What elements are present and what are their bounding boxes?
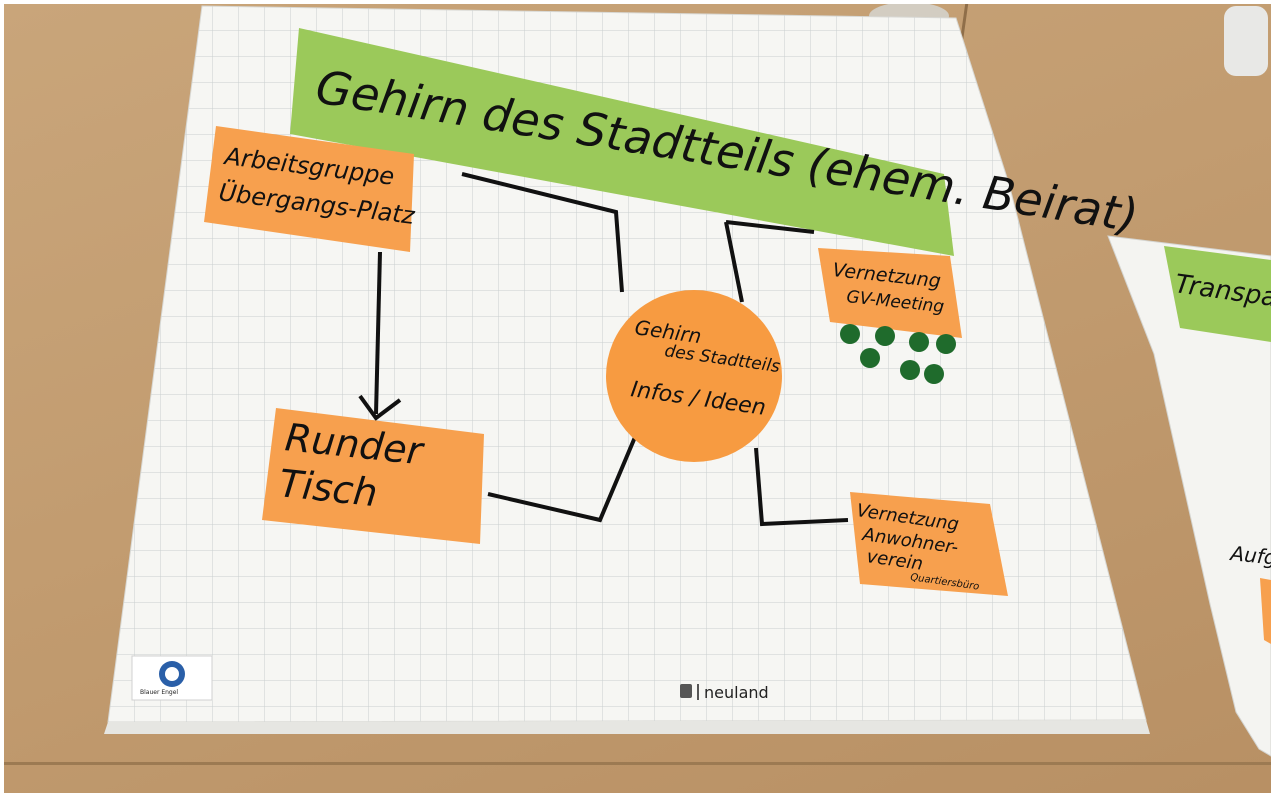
voting-dots — [840, 324, 956, 384]
note-round-table — [262, 408, 484, 544]
connector-bottom-left — [487, 429, 640, 523]
brand-name: neuland — [704, 683, 769, 702]
connector-top-left — [461, 172, 624, 293]
note-network-residents — [850, 492, 1008, 596]
flipchart-illustration: Gehirn des Stadtteils (ehem. Beirat) Arb… — [104, 4, 1271, 757]
table-seam — [4, 762, 1271, 765]
eco-label-logo: Blauer Engel — [131, 655, 213, 701]
salt-shaker — [1224, 6, 1268, 76]
note-round-table-line2: Tisch — [277, 461, 380, 515]
voting-dot — [875, 326, 895, 346]
title-banner — [290, 28, 954, 256]
connector-top-right — [725, 220, 815, 234]
note-network-gv — [818, 248, 962, 338]
arrow-line — [374, 251, 382, 415]
connector-top-right-down — [724, 221, 744, 303]
voting-dot — [840, 324, 860, 344]
voting-dot — [860, 348, 880, 368]
brand-logo: neuland — [680, 683, 769, 702]
voting-dot — [900, 360, 920, 380]
voting-dot — [924, 364, 944, 384]
eco-label-text: Blauer Engel — [140, 689, 178, 696]
brand-icon — [680, 684, 692, 698]
second-flipchart — [1107, 235, 1271, 757]
arrow-head — [358, 394, 402, 421]
photo-scene: Gehirn des Stadtteils (ehem. Beirat) Arb… — [4, 4, 1271, 793]
connector-bottom-right — [754, 447, 849, 527]
second-flipchart-banner — [1164, 246, 1271, 342]
voting-dot — [909, 332, 929, 352]
second-flipchart-note — [1260, 578, 1271, 644]
sheet-stack-edge — [104, 720, 1150, 734]
voting-dot — [936, 334, 956, 354]
center-circle — [606, 290, 782, 462]
note-working-group — [204, 126, 414, 252]
